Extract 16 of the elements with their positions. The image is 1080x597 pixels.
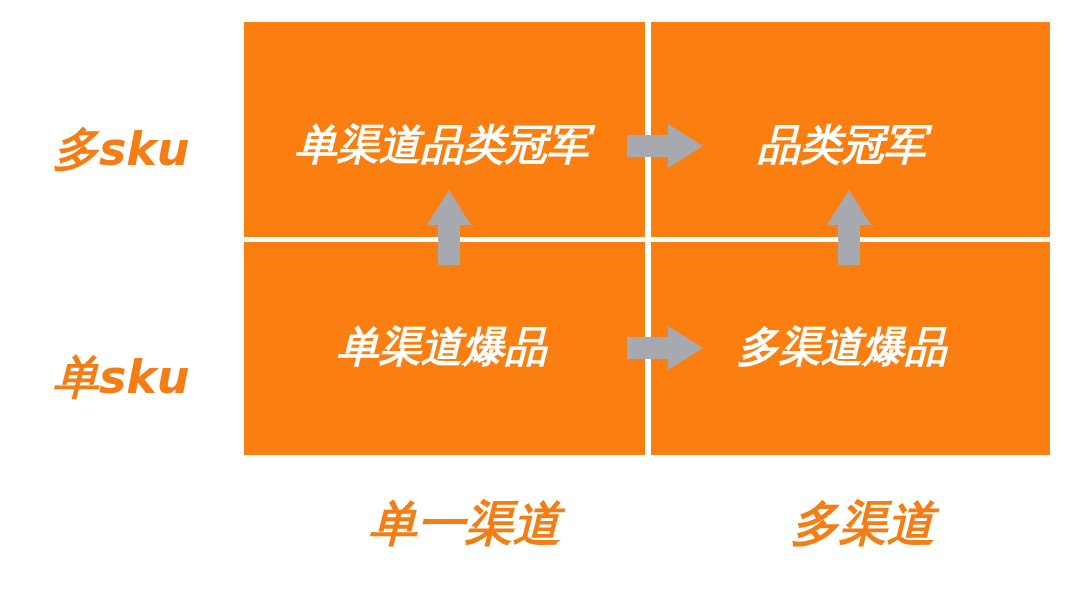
row-label: 单sku [51,349,191,407]
block-arrow [627,124,703,168]
quadrant-label: 单渠道品类冠军 [292,117,598,173]
block-arrow [827,190,871,265]
quadrant-label: 单渠道爆品 [336,320,549,373]
row-label: 多sku [51,121,191,179]
column-label: 单一渠道 [365,491,571,555]
block-arrow [627,326,703,370]
quadrant-tile [651,242,1050,455]
column-label: 多渠道 [787,491,945,555]
block-arrow [427,190,471,265]
quadrant-tile [244,22,645,237]
quadrant-label: 品类冠军 [755,117,935,173]
quadrant-tile [651,22,1050,237]
quadrant-tile [244,242,645,455]
quadrant-label: 多渠道爆品 [736,320,949,373]
